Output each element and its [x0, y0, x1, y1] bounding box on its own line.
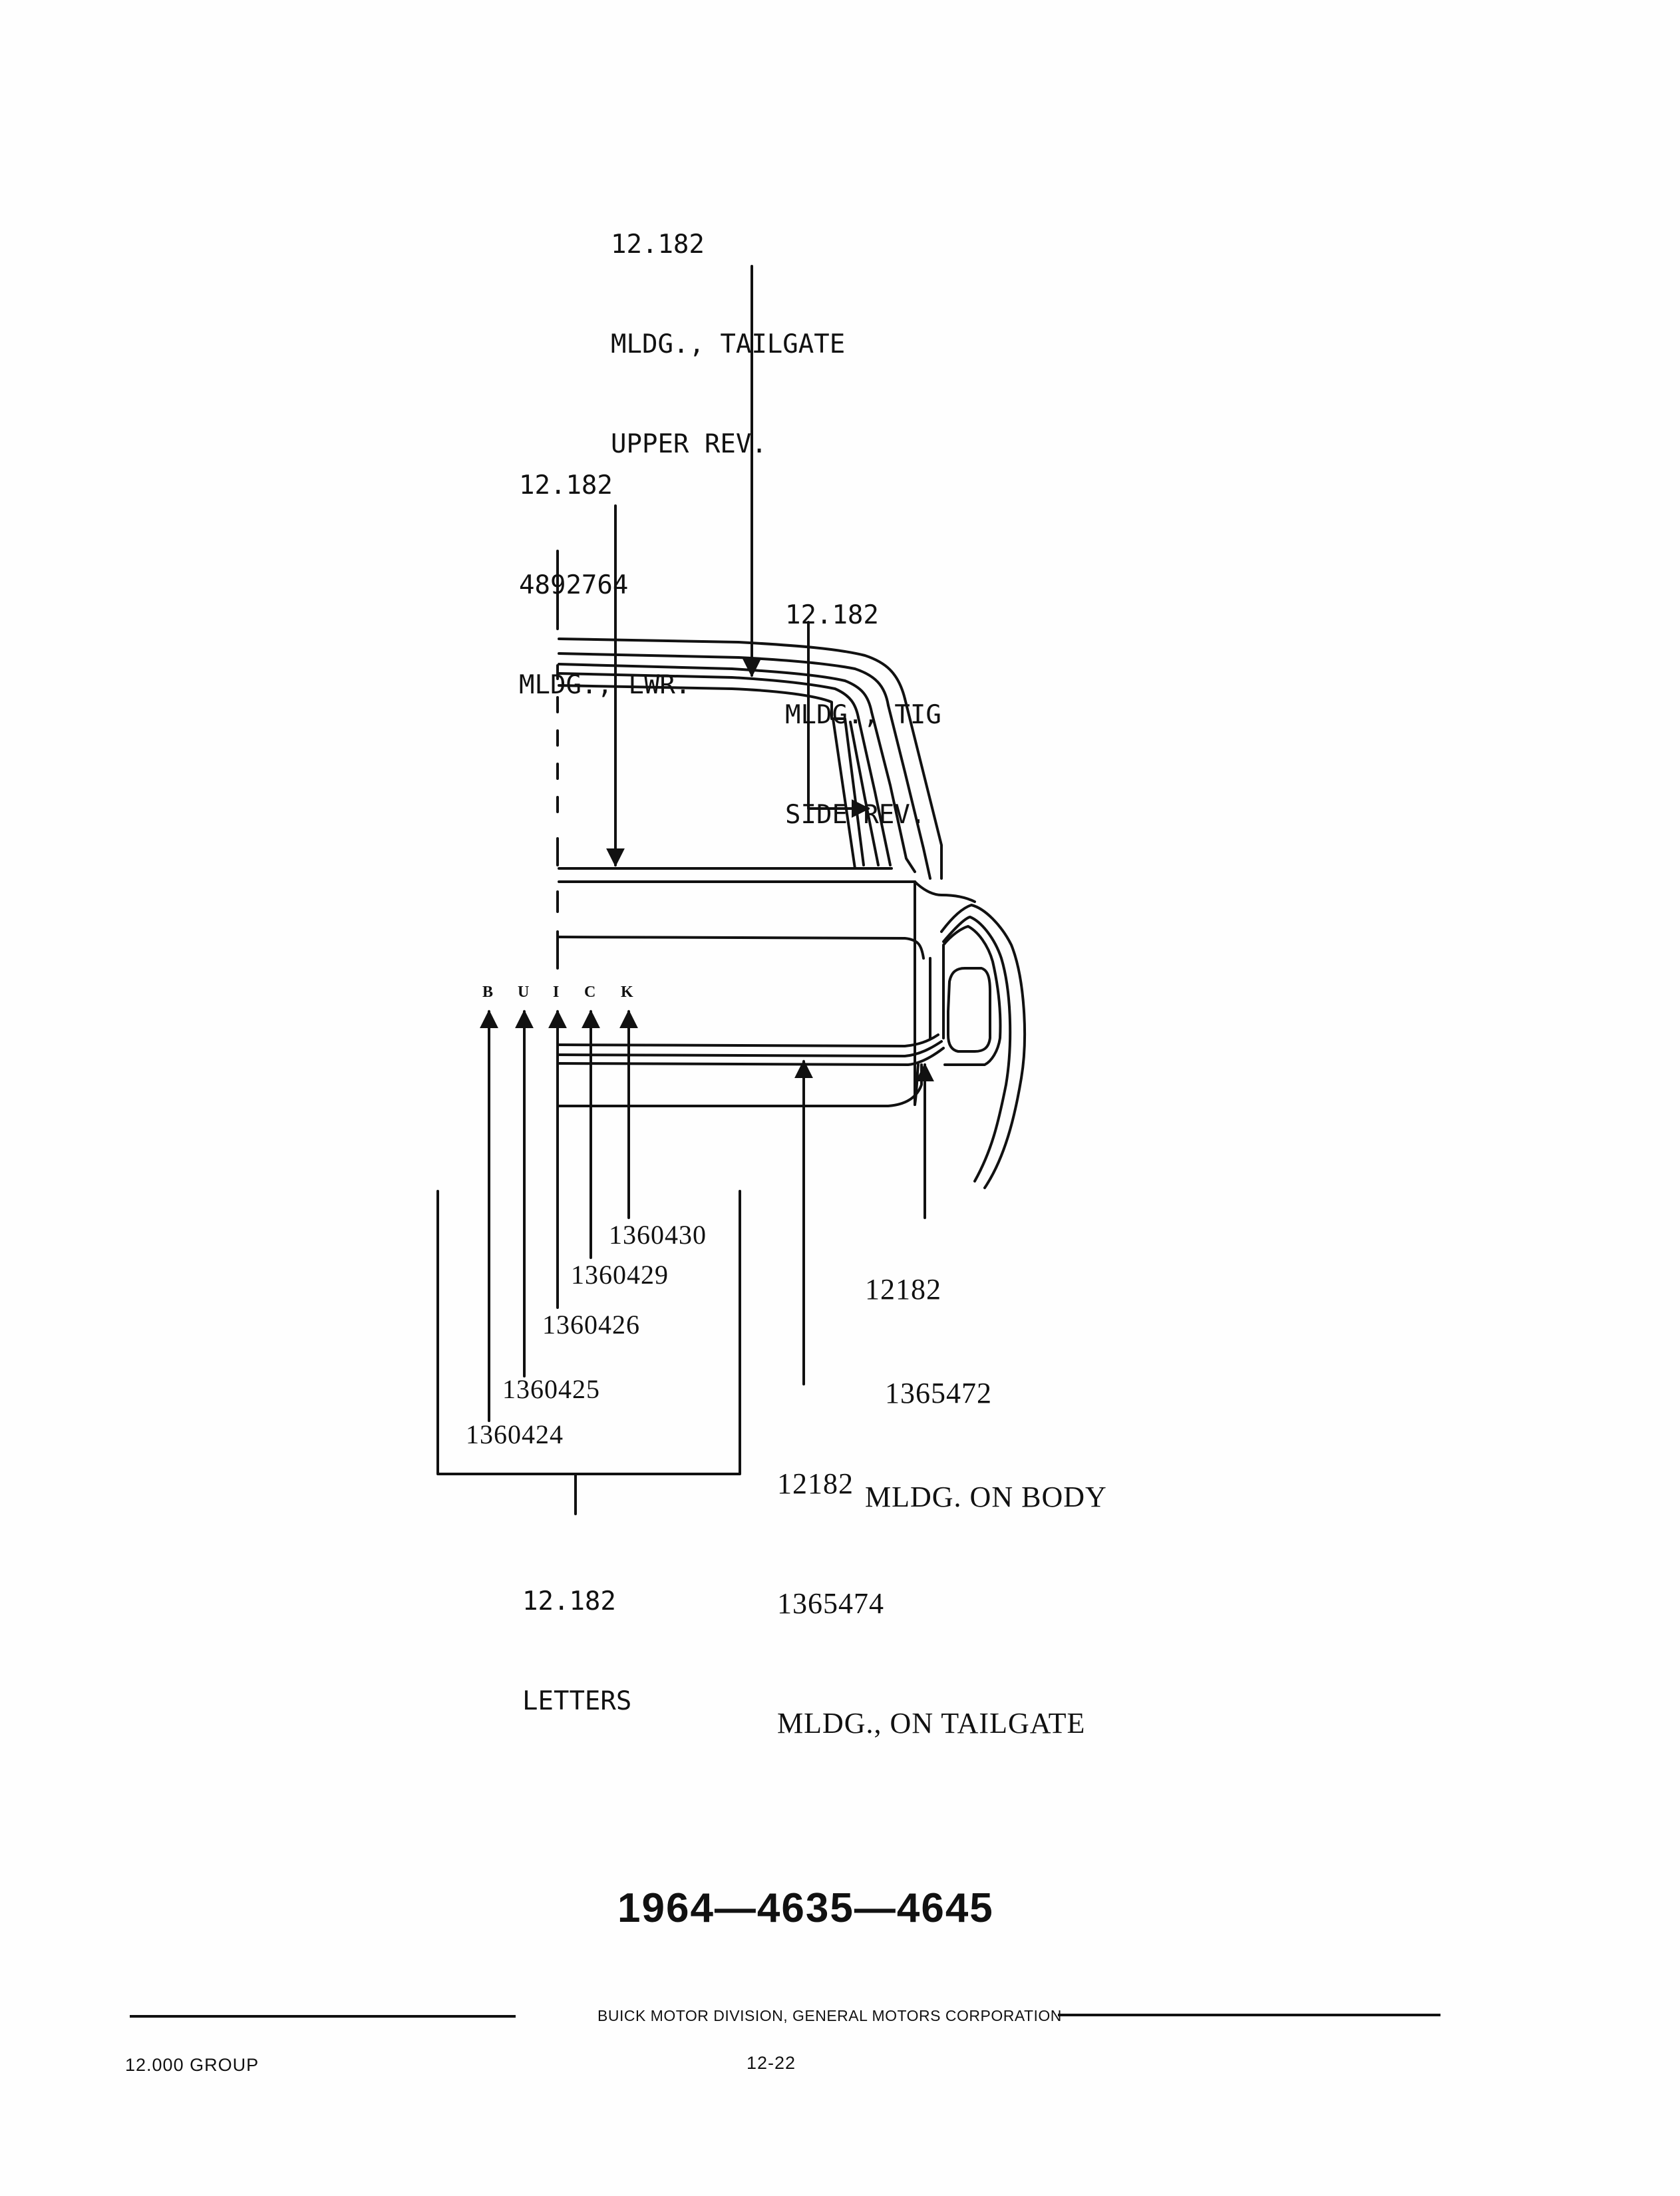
callout-code: 12.182	[611, 230, 705, 260]
callout-code: 12.182	[519, 470, 613, 500]
callout-code: 12182	[777, 1467, 854, 1500]
letter-part-u: 1360425	[502, 1374, 600, 1404]
belt-line	[558, 867, 976, 903]
footer-rule-left	[130, 2015, 516, 2018]
callout-desc: MLDG., LWR.	[519, 670, 691, 700]
callout-code: 12182	[865, 1273, 941, 1306]
letter-i: I	[553, 984, 560, 1001]
footer-group: 12.000 GROUP	[125, 2055, 259, 2075]
callout-leaders	[436, 265, 934, 1515]
callout-tlg-side: 12.182 MLDG., TIG SIDE REV.	[785, 532, 941, 865]
callout-desc: UPPER REV.	[611, 429, 767, 459]
model-title: 1964—4635—4645	[617, 1885, 994, 1931]
callout-code: 12.182	[522, 1586, 616, 1616]
side-window	[558, 684, 865, 870]
callout-part: 4892764	[519, 570, 629, 600]
callout-desc: LETTERS	[522, 1686, 632, 1716]
callout-on-body: 12182 1365472 MLDG. ON BODY	[865, 1203, 1107, 1549]
letter-part-i: 1360426	[542, 1310, 640, 1340]
rear-pillar	[849, 697, 943, 880]
page-number: 12-22	[747, 2053, 796, 2073]
footer-company: BUICK MOTOR DIVISION, GENERAL MOTORS COR…	[597, 2007, 1062, 2024]
letter-b: B	[482, 984, 494, 1001]
letter-k: K	[621, 984, 633, 1001]
callout-lower-molding: 12.182 4892764 MLDG., LWR.	[519, 403, 691, 735]
callout-desc: MLDG., TAILGATE	[611, 329, 846, 359]
tail-light-housing	[940, 904, 1026, 1189]
callout-letters: 12.182 LETTERS	[522, 1519, 631, 1751]
callout-part: 1365474	[777, 1587, 884, 1620]
callout-desc: MLDG., ON TAILGATE	[777, 1707, 1086, 1739]
letter-u: U	[518, 984, 530, 1001]
footer-rule-right	[1058, 2014, 1440, 2016]
callout-desc: MLDG. ON BODY	[865, 1481, 1107, 1513]
lower-moldings	[558, 1033, 945, 1107]
callout-desc: SIDE REV.	[785, 800, 926, 830]
callout-tailgate-upper: 12.182 MLDG., TAILGATE UPPER REV.	[611, 162, 845, 494]
callout-code: 12.182	[785, 600, 879, 630]
callout-desc: MLDG., TIG	[785, 700, 941, 730]
callout-part: 1365472	[885, 1377, 992, 1409]
letter-part-c: 1360429	[571, 1260, 669, 1290]
body-side	[558, 880, 931, 1106]
letter-part-k: 1360430	[609, 1220, 707, 1250]
letter-c: C	[584, 984, 596, 1001]
letter-part-b: 1360424	[466, 1419, 564, 1449]
callout-on-tailgate: 12182 1365474 MLDG., ON TAILGATE	[777, 1384, 1085, 1783]
